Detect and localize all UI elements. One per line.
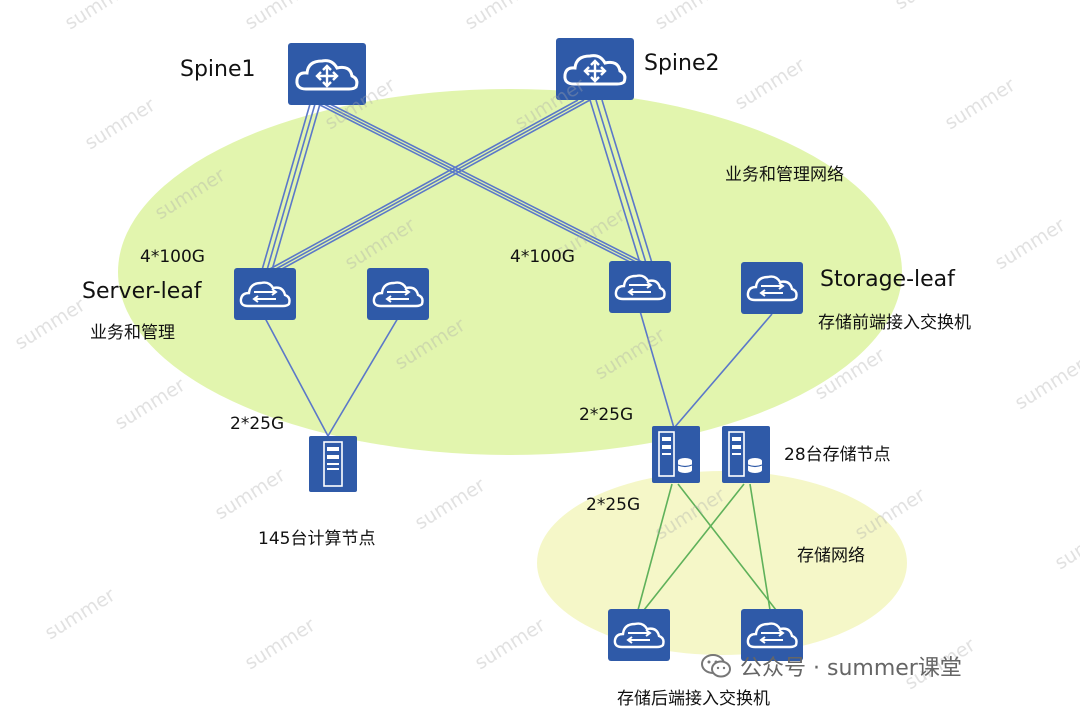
spine2-router-icon[interactable] <box>556 38 634 100</box>
storage-node-count: 28台存储节点 <box>784 445 891 465</box>
storage-back-link-bandwidth: 2*25G <box>586 495 641 515</box>
wechat-account-watermark: 公众号 · summer课堂 <box>700 650 962 682</box>
backend-switch-label: 存储后端接入交换机 <box>617 689 770 709</box>
backend-switch-1-icon[interactable] <box>608 609 670 661</box>
compute-server-icon[interactable] <box>309 436 357 492</box>
storage-leaf-label: Storage-leaf <box>820 267 955 292</box>
watermark-text: summer <box>41 584 119 644</box>
server-leaf-description: 业务和管理 <box>90 323 175 343</box>
leaf-node-links <box>264 310 773 437</box>
watermark-text: summer <box>411 474 489 534</box>
storage-server-1-icon[interactable] <box>652 426 700 483</box>
watermark-text: summer <box>461 0 539 34</box>
server-leaf-switch-icon[interactable] <box>234 268 296 320</box>
watermark-text: summer <box>241 614 319 674</box>
spine1-label: Spine1 <box>180 57 256 82</box>
wechat-icon <box>701 654 731 678</box>
backend-switch-2-icon[interactable] <box>741 609 803 661</box>
wechat-account-name: 公众号 · summer课堂 <box>740 656 962 681</box>
spine1-router-icon[interactable] <box>288 43 366 105</box>
storage-front-link-bandwidth: 2*25G <box>579 405 634 425</box>
storage-leaf-description: 存储前端接入交换机 <box>818 313 971 333</box>
spine2-label: Spine2 <box>644 51 720 76</box>
left-uplink-bandwidth: 4*100G <box>140 247 205 267</box>
watermark-text: summer <box>651 0 729 34</box>
server-leaf-label: Server-leaf <box>82 279 202 304</box>
business-management-network-label: 业务和管理网络 <box>725 165 844 185</box>
watermark-text: summer <box>471 614 549 674</box>
storage-network-label: 存储网络 <box>797 546 865 566</box>
business-management-zone <box>118 89 902 455</box>
watermark-text: summer <box>991 214 1069 274</box>
watermark-text: summer <box>891 0 969 14</box>
watermark-text: summer <box>81 94 159 154</box>
server-leaf-2-switch-icon[interactable] <box>367 268 429 320</box>
watermark-text: summer <box>11 294 89 354</box>
compute-node-count: 145台计算节点 <box>258 529 376 549</box>
storage-leaf-2-switch-icon[interactable] <box>741 262 803 314</box>
watermark-text: summer <box>731 54 809 114</box>
spine-leaf-links <box>261 99 653 271</box>
watermark-text: summer <box>241 0 319 34</box>
watermark-text: summer <box>1051 514 1080 574</box>
storage-server-2-icon[interactable] <box>722 426 770 483</box>
storage-backend-links <box>637 483 777 611</box>
compute-link-bandwidth: 2*25G <box>230 414 285 434</box>
right-uplink-bandwidth: 4*100G <box>510 247 575 267</box>
watermark-text: summer <box>211 464 289 524</box>
storage-leaf-1-switch-icon[interactable] <box>609 261 671 313</box>
watermark-text: summer <box>941 74 1019 134</box>
watermark-text: summer <box>111 374 189 434</box>
watermark-text: summer <box>1011 354 1080 414</box>
watermark-text: summer <box>61 0 139 34</box>
